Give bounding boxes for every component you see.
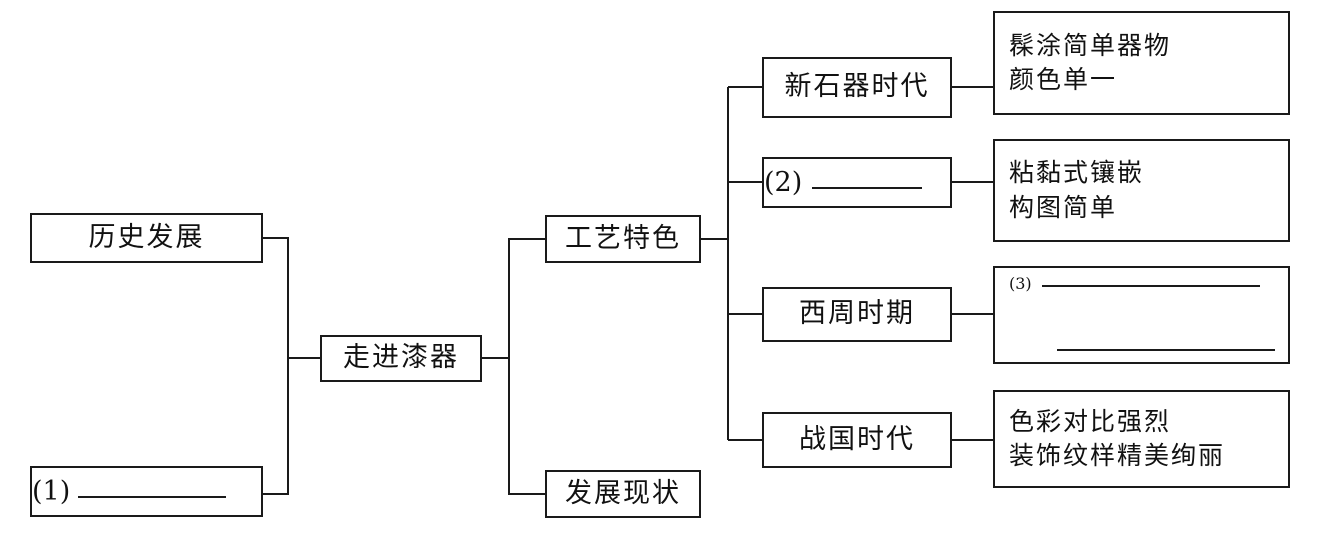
node-blank-1-answer-line[interactable]: [78, 495, 227, 498]
node-detail-neolithic[interactable]: 髹涂简单器物 颜色单一: [993, 11, 1290, 115]
node-detail-shang[interactable]: 粘黏式镶嵌 构图简单: [993, 139, 1290, 242]
wire-mid-bracket: [508, 238, 545, 495]
node-period-blank-2[interactable]: (2): [762, 157, 952, 208]
node-period-neolithic-label: 新石器时代: [784, 71, 930, 103]
node-detail-shang-line1: 粘黏式镶嵌: [1009, 158, 1145, 187]
node-period-warring-states[interactable]: 战国时代: [762, 412, 952, 468]
node-detail-neolithic-line2: 颜色单一: [1009, 65, 1118, 94]
node-root[interactable]: 走进漆器: [320, 335, 482, 382]
node-detail-blank-3-answer-line-1[interactable]: [1041, 285, 1260, 287]
node-detail-neolithic-line1: 髹涂简单器物: [1009, 30, 1172, 60]
node-period-western-zhou-label: 西周时期: [799, 298, 915, 330]
node-period-blank-2-answer-line[interactable]: [812, 186, 923, 189]
node-detail-warring-states-line1: 色彩对比强烈: [1009, 406, 1172, 436]
node-root-label: 走进漆器: [343, 342, 459, 374]
node-blank-1-number: (1): [32, 475, 71, 507]
node-status[interactable]: 发展现状: [545, 470, 701, 518]
node-status-label: 发展现状: [565, 477, 681, 509]
node-detail-blank-3-row-2: (3): [995, 329, 1276, 360]
node-history[interactable]: 历史发展: [30, 213, 263, 263]
node-period-blank-2-number: (2): [764, 166, 803, 198]
node-period-western-zhou[interactable]: 西周时期: [762, 287, 952, 342]
node-detail-blank-3-answer-line-2[interactable]: [1057, 349, 1276, 351]
node-detail-blank-3-number: (3): [1009, 274, 1032, 293]
node-detail-warring-states-line2: 装饰纹样精美绚丽: [1009, 441, 1226, 470]
node-craft[interactable]: 工艺特色: [545, 215, 701, 263]
node-detail-shang-line2: 构图简单: [1009, 192, 1118, 222]
node-history-label: 历史发展: [88, 221, 205, 253]
node-blank-1-row: (1): [32, 475, 227, 507]
node-detail-blank-3-row-1: (3): [995, 274, 1260, 293]
wire-left-bracket: [263, 237, 289, 495]
node-period-warring-states-label: 战国时代: [799, 423, 915, 455]
node-detail-blank-3[interactable]: (3) (3): [993, 266, 1290, 364]
node-blank-1[interactable]: (1): [30, 466, 263, 517]
node-craft-label: 工艺特色: [565, 222, 681, 254]
node-period-blank-2-row: (2): [764, 166, 923, 198]
node-detail-warring-states[interactable]: 色彩对比强烈 装饰纹样精美绚丽: [993, 390, 1290, 488]
node-period-neolithic[interactable]: 新石器时代: [762, 57, 952, 118]
